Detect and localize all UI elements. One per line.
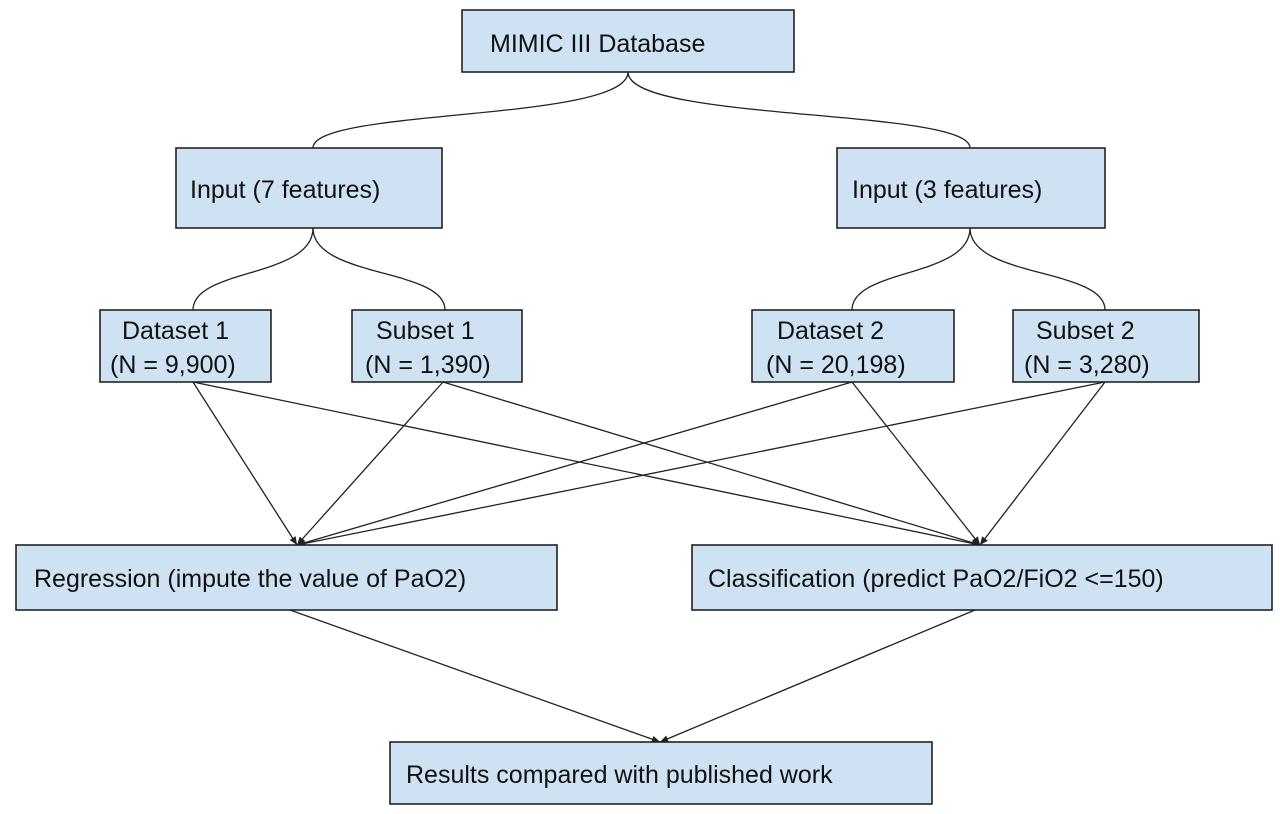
node-regression-label: Regression (impute the value of PaO2) bbox=[34, 565, 466, 593]
arrow-dataset2-to-regression bbox=[296, 381, 853, 547]
node-subset-1: Subset 1 (N = 1,390) bbox=[351, 309, 523, 383]
edge-input7-to-dataset1 bbox=[192, 227, 314, 311]
node-input-7-features: Input (7 features) bbox=[175, 147, 443, 229]
arrow-subset2-to-classification bbox=[979, 381, 1106, 546]
edge-input7-to-subset1 bbox=[312, 227, 446, 311]
node-dataset2-line1: Dataset 2 bbox=[777, 317, 884, 345]
node-mimic-label: MIMIC III Database bbox=[490, 30, 705, 58]
node-subset1-line2: (N = 1,390) bbox=[365, 351, 491, 379]
node-results: Results compared with published work bbox=[389, 741, 933, 805]
node-input3-label: Input (3 features) bbox=[852, 176, 1042, 204]
node-mimic-database: MIMIC III Database bbox=[461, 9, 795, 73]
arrow-dataset1-to-regression bbox=[192, 381, 298, 546]
node-dataset1-line1: Dataset 1 bbox=[122, 317, 229, 345]
node-input7-label: Input (7 features) bbox=[190, 176, 380, 204]
edge-mimic-to-input7 bbox=[312, 71, 629, 149]
arrow-regression-to-results bbox=[289, 609, 661, 743]
edge-input3-to-dataset2 bbox=[851, 227, 971, 311]
arrow-subset2-to-regression bbox=[296, 381, 1106, 547]
arrow-subset1-to-regression bbox=[296, 381, 444, 546]
node-classification: Classification (predict PaO2/FiO2 <=150) bbox=[691, 544, 1273, 611]
node-dataset-1: Dataset 1 (N = 9,900) bbox=[99, 309, 272, 383]
arrow-dataset2-to-classification bbox=[851, 381, 981, 546]
node-regression: Regression (impute the value of PaO2) bbox=[15, 544, 558, 611]
node-results-label: Results compared with published work bbox=[406, 761, 833, 789]
node-subset1-line1: Subset 1 bbox=[376, 317, 475, 345]
arrow-classification-to-results bbox=[659, 609, 976, 743]
edge-mimic-to-input3 bbox=[627, 71, 971, 149]
edge-input3-to-subset2 bbox=[969, 227, 1106, 311]
arrow-subset1-to-classification bbox=[442, 381, 981, 547]
node-subset-2: Subset 2 (N = 3,280) bbox=[1012, 309, 1200, 383]
node-classification-label: Classification (predict PaO2/FiO2 <=150) bbox=[708, 565, 1164, 593]
arrow-dataset1-to-classification bbox=[192, 381, 981, 547]
node-dataset-2: Dataset 2 (N = 20,198) bbox=[751, 309, 955, 383]
node-dataset1-line2: (N = 9,900) bbox=[110, 351, 236, 379]
node-dataset2-line2: (N = 20,198) bbox=[766, 351, 906, 379]
node-subset2-line2: (N = 3,280) bbox=[1024, 351, 1150, 379]
node-subset2-line1: Subset 2 bbox=[1036, 317, 1135, 345]
node-input-3-features: Input (3 features) bbox=[836, 147, 1106, 229]
